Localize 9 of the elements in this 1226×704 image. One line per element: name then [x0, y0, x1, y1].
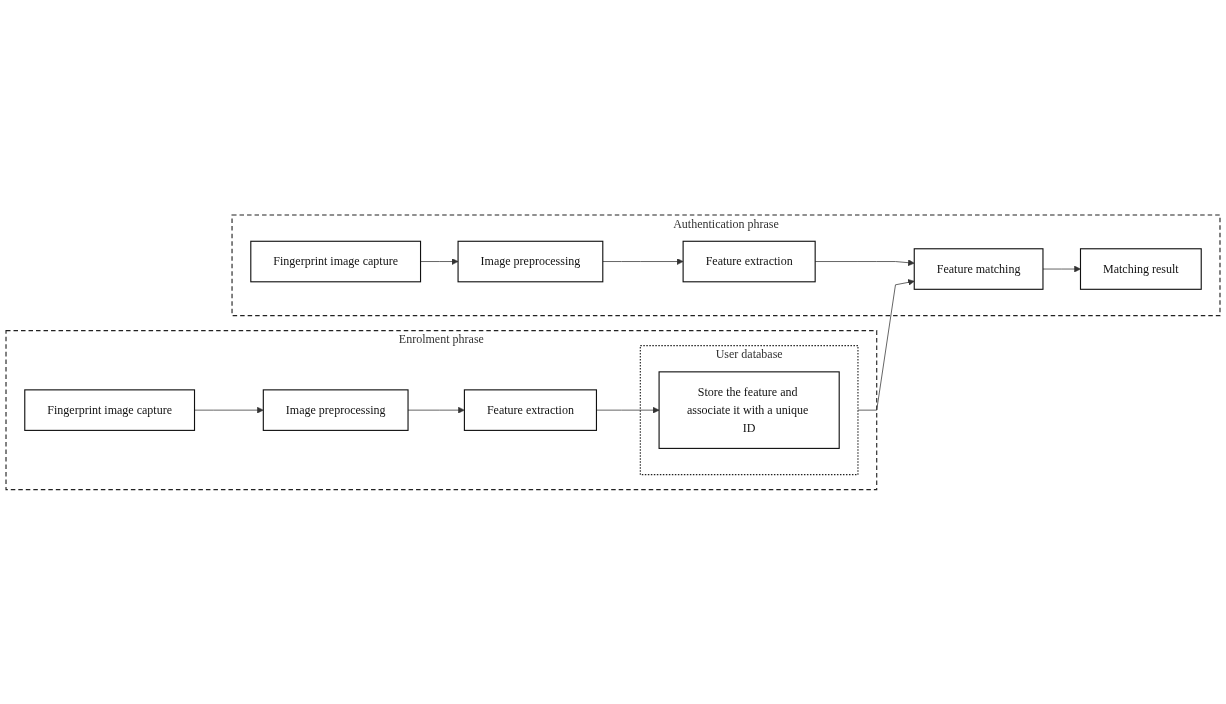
- node-box: Image preprocessing: [457, 240, 604, 282]
- node-box: Matching result: [1079, 247, 1202, 290]
- node-box: Feature extraction: [682, 240, 816, 282]
- node-box: Image preprocessing: [262, 388, 409, 431]
- node-box: Feature matching: [913, 247, 1044, 290]
- node-box: Fingerprint image capture: [24, 388, 196, 431]
- node-box: Store the feature and associate it with a unique ID: [658, 370, 840, 449]
- node-box: Feature extraction: [463, 388, 597, 431]
- node-box: Fingerprint image capture: [250, 240, 422, 282]
